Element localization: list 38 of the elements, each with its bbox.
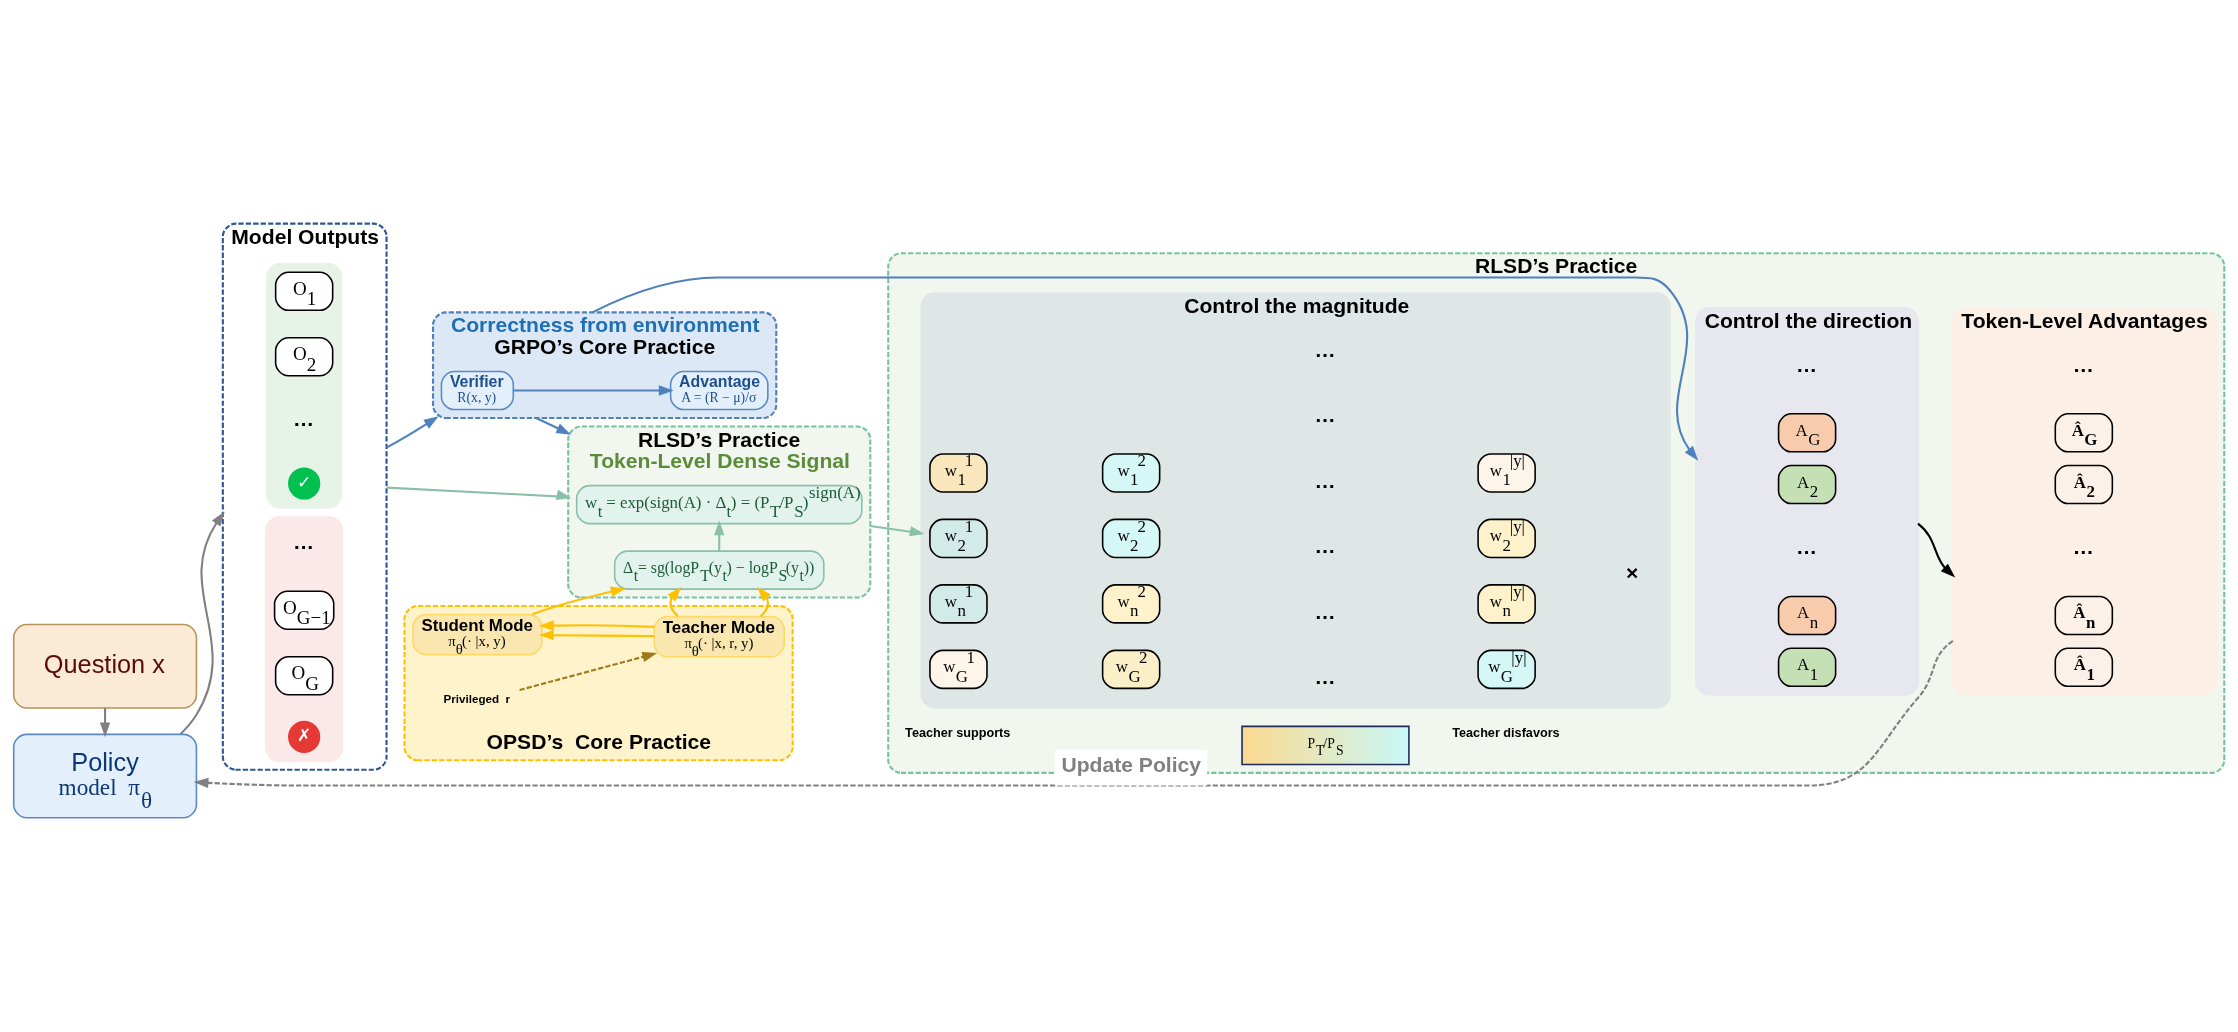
arrow (513, 384, 674, 396)
label: × (1625, 560, 1639, 584)
label: … (1314, 468, 1336, 492)
label: Teacher supports (905, 725, 1011, 740)
label: … (1314, 533, 1336, 557)
arrow (591, 276, 1699, 461)
arrow (179, 511, 225, 735)
label: … (2072, 534, 2094, 558)
node-circle: ✓ (288, 466, 321, 500)
label: … (1314, 402, 1336, 426)
node-box: Advantage A = (R − μ)/σ (669, 370, 769, 410)
node-circle: ✗ (288, 720, 321, 753)
arrow (538, 629, 655, 640)
label: … (1314, 599, 1336, 623)
edge-label: Update Policy (1061, 752, 1202, 776)
label: Teacher disfavors (1452, 725, 1560, 740)
label: … (1314, 664, 1336, 688)
arrow (519, 651, 658, 691)
arrow (535, 416, 572, 435)
arrow (531, 586, 626, 615)
arrow (538, 619, 655, 631)
arrow (386, 486, 572, 500)
cluster (265, 515, 344, 762)
label: … (1796, 534, 1818, 558)
label: … (1796, 352, 1818, 376)
arrow (386, 415, 439, 448)
label: … (2072, 352, 2094, 376)
arrow (1917, 522, 1956, 578)
label: … (1314, 337, 1336, 361)
node-text: Privileged r (443, 691, 511, 705)
cluster (266, 262, 343, 509)
arrow (667, 586, 771, 617)
label: … (293, 406, 315, 430)
arrow (870, 524, 925, 536)
node-box: Question x (12, 623, 198, 709)
node-box: Verifier R(x, y) (440, 370, 515, 410)
arrow (714, 520, 725, 551)
label: … (293, 529, 315, 553)
